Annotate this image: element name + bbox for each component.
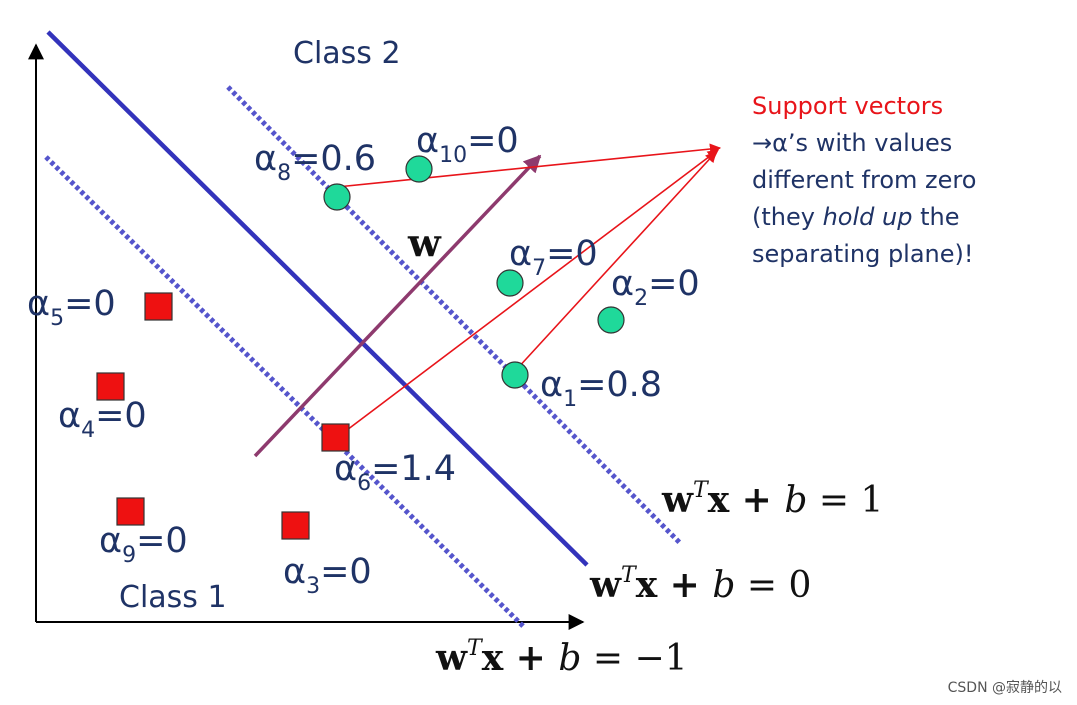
note-line5: separating plane)!	[752, 240, 974, 268]
class1-label: Class 1	[119, 580, 227, 615]
separating-hyperplane	[46, 30, 589, 567]
upper-margin-equation: wTx + b = 1	[661, 478, 883, 521]
alpha1-label: α1=0.8	[540, 365, 662, 412]
point-alpha4	[96, 372, 125, 401]
watermark: CSDN @寂静的以	[948, 680, 1062, 696]
alpha4-label: α4=0	[58, 396, 147, 443]
point-alpha9	[116, 497, 145, 526]
point-alpha10	[405, 155, 433, 183]
support-arrow-alpha8	[336, 143, 722, 188]
lower-margin-equation: wTx + b = −1	[435, 636, 688, 679]
alpha8-label: α8=0.6	[254, 139, 376, 186]
class2-label: Class 2	[293, 36, 401, 71]
alpha6-label: α6=1.4	[334, 449, 456, 496]
note-line4: (they hold up the	[752, 203, 959, 231]
point-alpha5	[144, 292, 173, 321]
alpha10-label: α10=0	[416, 121, 519, 168]
alpha7-label: α7=0	[509, 234, 598, 281]
support-arrow-alpha6	[342, 149, 719, 434]
upper-margin-line	[226, 85, 682, 545]
point-alpha6	[321, 423, 350, 452]
w-vector-arrow	[253, 154, 542, 458]
point-alpha3	[281, 511, 310, 540]
alpha9-label: α9=0	[99, 521, 188, 568]
alpha3-label: α3=0	[283, 552, 372, 599]
point-alpha7	[496, 269, 524, 297]
support-arrow-alpha1	[515, 151, 717, 371]
note-line2: →α’s with values	[752, 129, 952, 157]
note-arrow-icon: →	[752, 129, 772, 157]
w-vector-label: w	[407, 220, 442, 265]
note-line3: different from zero	[752, 166, 976, 194]
point-alpha2	[597, 306, 625, 334]
hyperplane-equation: wTx + b = 0	[589, 563, 811, 606]
point-alpha1	[501, 361, 529, 389]
point-alpha8	[323, 183, 351, 211]
alpha2-label: α2=0	[611, 264, 700, 311]
note-line1: Support vectors	[752, 92, 943, 120]
alpha5-label: α5=0	[27, 284, 116, 331]
